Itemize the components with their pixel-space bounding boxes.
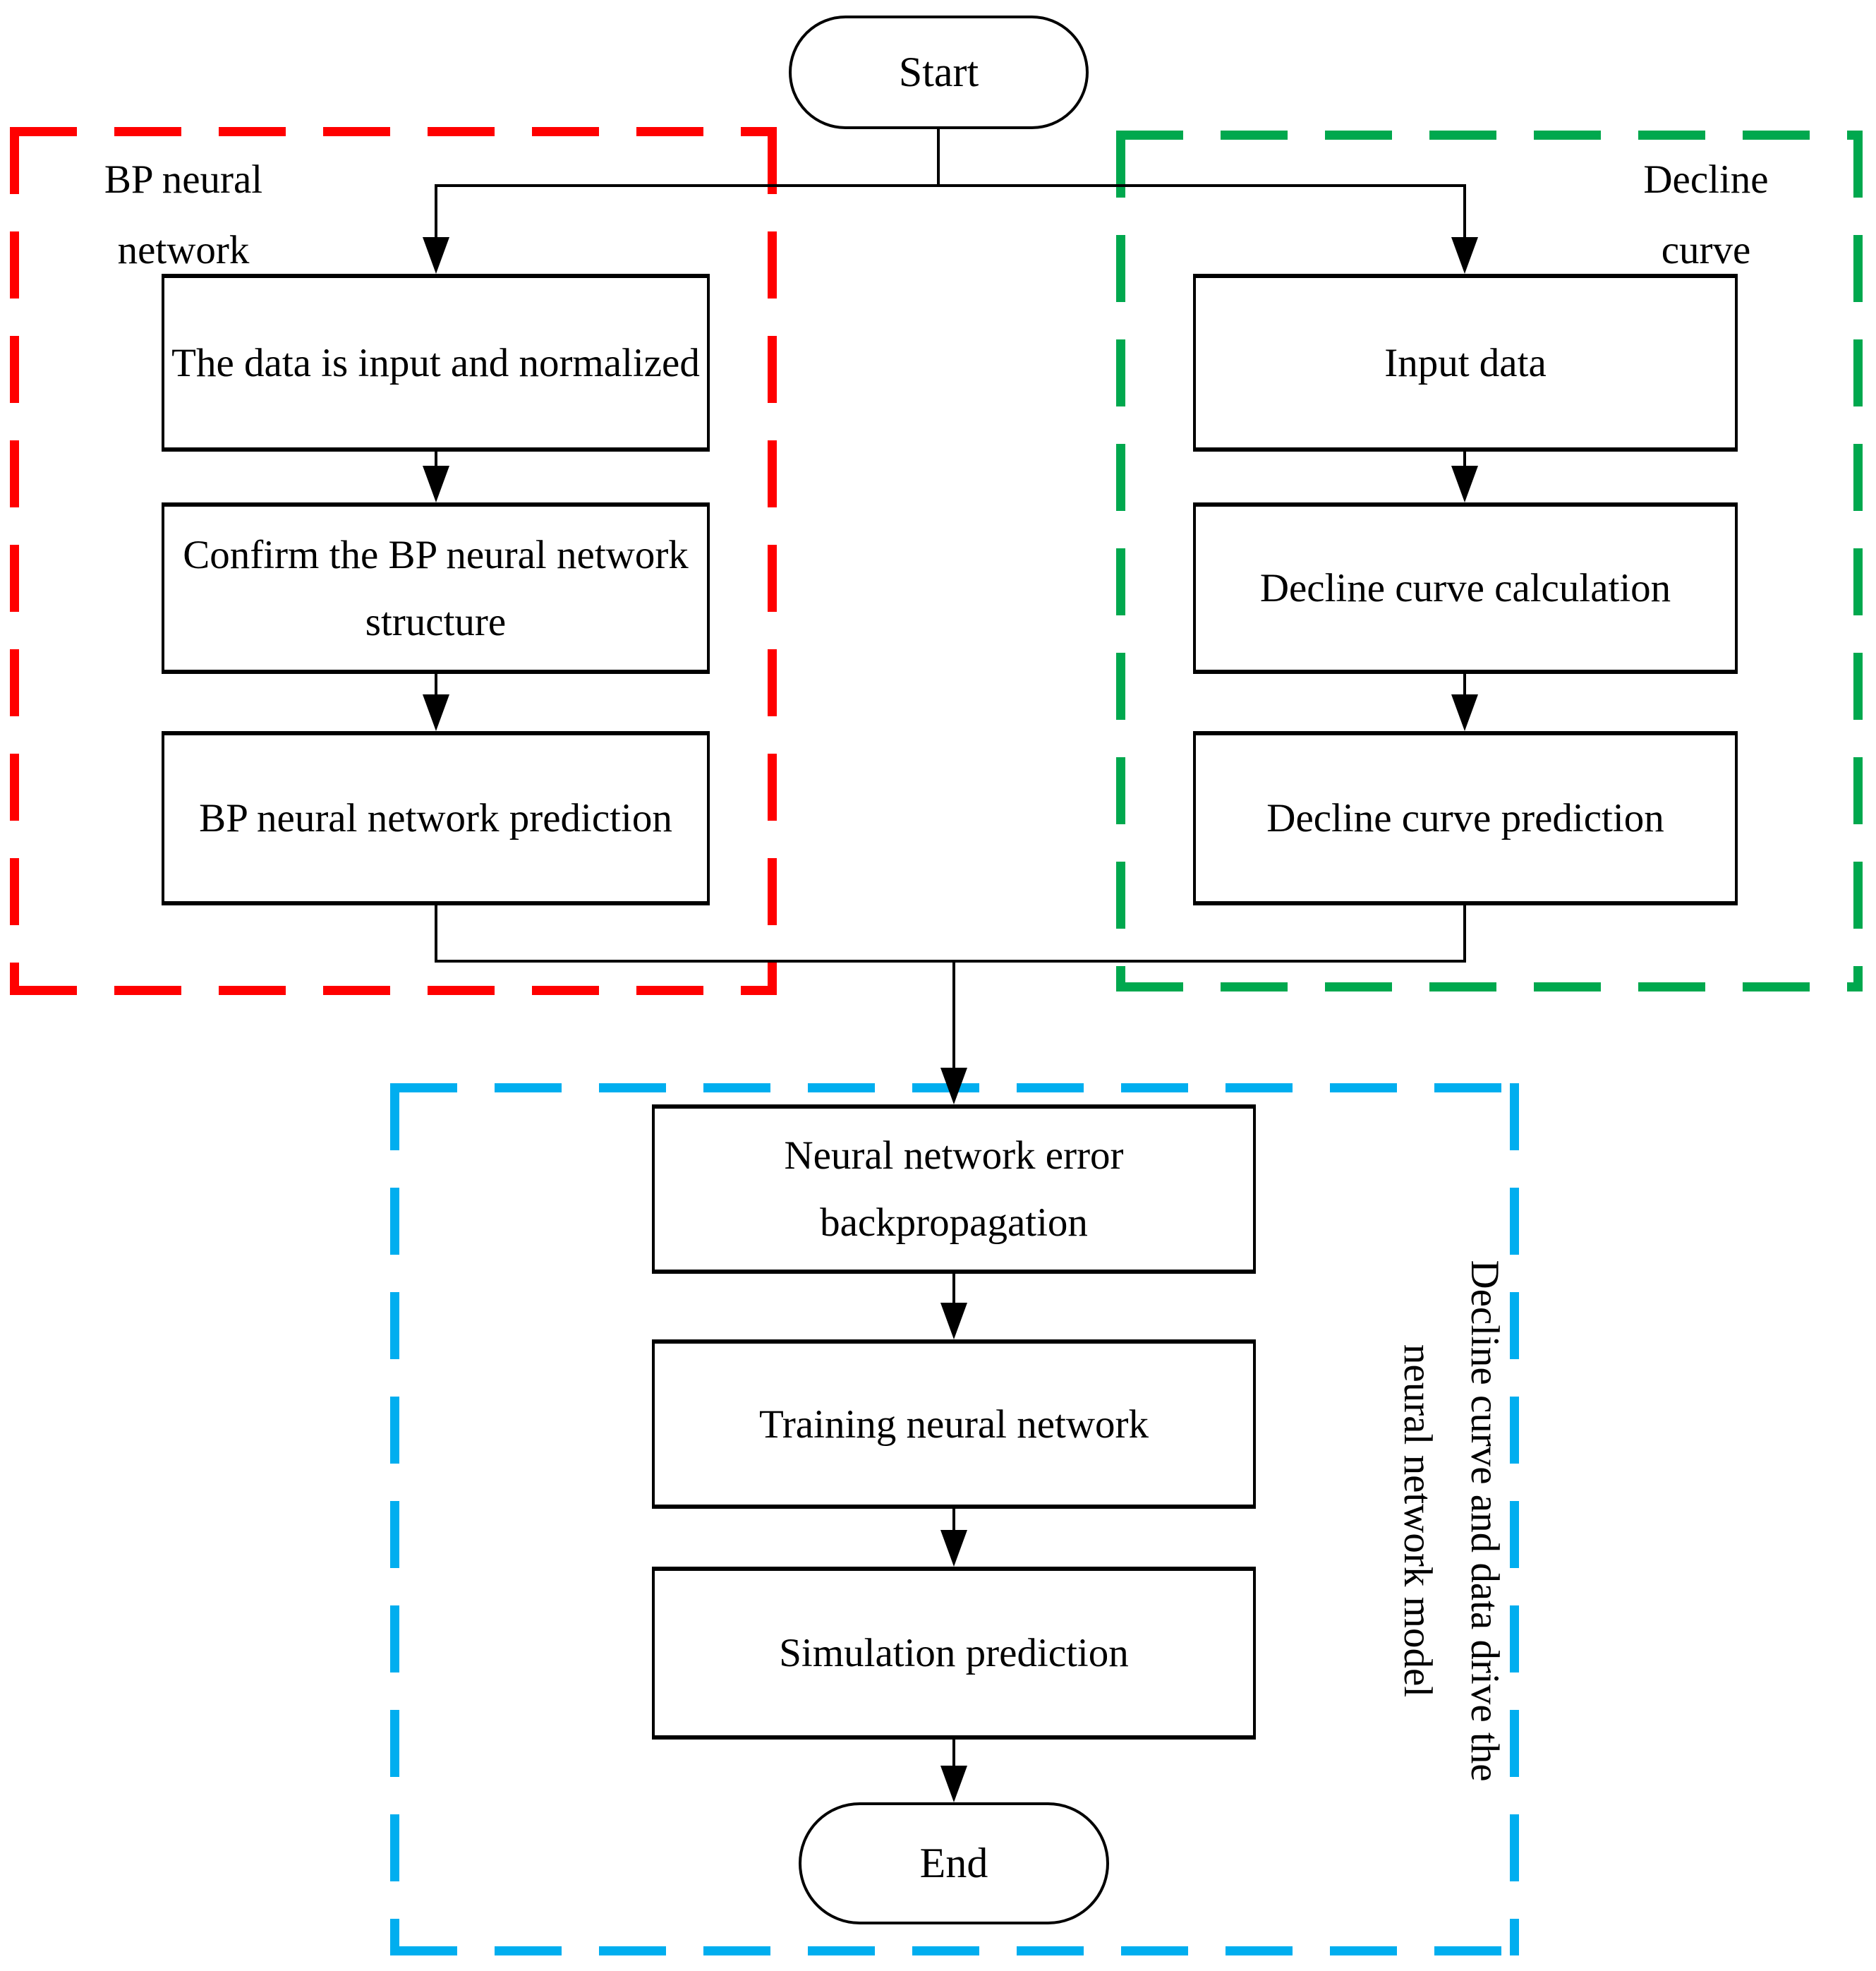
process-box-training-network: Training neural network — [652, 1339, 1256, 1509]
connector-merge-horizontal — [435, 960, 1466, 963]
connector — [1463, 452, 1466, 467]
connector-start-drop — [937, 129, 940, 186]
connector-left-merge-drop — [435, 905, 437, 963]
process-box-label: BP neural network prediction — [199, 796, 672, 840]
connector — [1463, 674, 1466, 696]
process-box-data-input-normalized: The data is input and normalized — [162, 274, 710, 452]
frame-edge — [390, 1946, 1519, 1955]
process-box-input-data: Input data — [1193, 274, 1738, 452]
process-box-label: Simulation prediction — [779, 1631, 1129, 1675]
arrowhead — [940, 1530, 967, 1567]
process-box-label: Decline curve calculation — [1259, 566, 1671, 610]
connector-left-branch — [435, 184, 437, 239]
decline-curve-group-frame — [1116, 131, 1863, 991]
combined-model-group-label: Decline curve and data drive the neural … — [1396, 1260, 1507, 1782]
arrowhead — [940, 1303, 967, 1339]
frame-edge — [390, 1083, 399, 1955]
arrowhead — [423, 466, 449, 502]
process-box-decline-prediction: Decline curve prediction — [1193, 731, 1738, 905]
frame-edge — [1116, 131, 1863, 140]
process-box-error-backpropagation: Neural network error backpropagation — [652, 1104, 1256, 1274]
connector-right-branch — [1463, 184, 1466, 239]
end-terminal: End — [799, 1802, 1109, 1924]
process-box-bp-prediction: BP neural network prediction — [162, 731, 710, 905]
arrowhead — [423, 694, 449, 731]
start-terminal: Start — [789, 16, 1089, 129]
process-box-label: The data is input and normalized — [171, 340, 700, 385]
arrowhead — [1451, 694, 1478, 731]
frame-edge — [10, 127, 777, 136]
frame-edge — [1116, 982, 1863, 991]
arrowhead — [1451, 466, 1478, 502]
decline-curve-group-label: Decline curve — [1643, 157, 1769, 272]
frame-edge — [10, 986, 777, 995]
arrowhead — [1451, 237, 1478, 274]
process-box-label: Training neural network — [759, 1402, 1149, 1447]
process-box-confirm-bp-structure: Confirm the BP neural network structure — [162, 502, 710, 674]
connector-center-drop — [952, 960, 955, 1069]
connector — [952, 1740, 955, 1767]
arrowhead — [940, 1766, 967, 1802]
frame-edge — [1116, 131, 1125, 991]
process-box-decline-calculation: Decline curve calculation — [1193, 502, 1738, 674]
process-box-label: Decline curve prediction — [1266, 796, 1664, 840]
connector — [435, 674, 437, 696]
connector-right-merge-drop — [1463, 905, 1466, 963]
process-box-label: Input data — [1384, 340, 1547, 385]
start-terminal-label: Start — [898, 49, 979, 95]
frame-edge — [10, 127, 19, 995]
process-box-label: Confirm the BP neural network structure — [183, 532, 689, 644]
connector — [952, 1509, 955, 1531]
connector — [435, 452, 437, 467]
connector — [952, 1274, 955, 1304]
process-box-label: Neural network error backpropagation — [784, 1133, 1124, 1245]
bp-neural-network-group-label: BP neural network — [104, 157, 263, 272]
connector-split-horizontal — [435, 184, 1466, 187]
frame-edge — [1510, 1083, 1519, 1955]
bp-neural-network-group-frame — [10, 127, 777, 995]
frame-edge — [768, 127, 777, 995]
arrowhead — [940, 1068, 967, 1104]
end-terminal-label: End — [919, 1840, 988, 1886]
arrowhead — [423, 237, 449, 274]
frame-edge — [1853, 131, 1863, 991]
process-box-simulation-prediction: Simulation prediction — [652, 1567, 1256, 1740]
